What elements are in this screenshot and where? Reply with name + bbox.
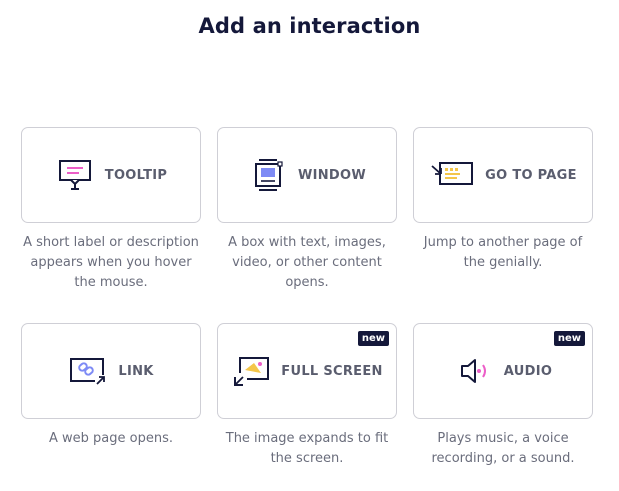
window-icon [248, 158, 288, 192]
link-icon [68, 354, 108, 388]
tooltip-card[interactable]: TOOLTIP [21, 127, 201, 223]
window-label: WINDOW [297, 167, 367, 183]
window-card[interactable]: WINDOW [217, 127, 397, 223]
page-title: Add an interaction [198, 14, 421, 38]
go-to-page-card[interactable]: GO TO PAGE [413, 127, 593, 223]
link-card[interactable]: LINK [21, 323, 201, 419]
link-description: A web page opens. [49, 431, 173, 446]
go-to-page-description: Jump to another page of the genially. [423, 235, 583, 270]
window-description: A box with text, images, video, or other… [228, 235, 386, 290]
new-badge: new [357, 331, 389, 346]
full-screen-description: The image expands to fit the screen. [225, 431, 389, 466]
full-screen-card[interactable]: new FULL SCREEN [217, 323, 397, 419]
link-label: LINK [118, 363, 154, 379]
new-badge: new [553, 331, 585, 346]
tooltip-description: A short label or description appears whe… [23, 235, 199, 290]
interaction-option-window: WINDOW A box with text, images, video, o… [217, 127, 397, 293]
tooltip-label: TOOLTIP [104, 167, 168, 183]
full-screen-label: FULL SCREEN [281, 363, 383, 379]
full-screen-icon [231, 354, 271, 388]
audio-icon [454, 354, 494, 388]
interaction-option-tooltip: TOOLTIP A short label or description app… [21, 127, 201, 293]
interaction-option-full-screen: new FULL SCREEN The image expands to fit… [217, 323, 397, 469]
interaction-option-link: LINK A web page opens. [21, 323, 201, 449]
go-to-page-icon [429, 158, 475, 192]
interaction-option-audio: new AUDIO Plays music, a voice recording… [413, 323, 593, 469]
interaction-option-go-to-page: GO TO PAGE Jump to another page of the g… [413, 127, 593, 273]
audio-label: AUDIO [503, 363, 553, 379]
tooltip-icon [55, 158, 95, 192]
go-to-page-label: GO TO PAGE [485, 167, 577, 183]
audio-description: Plays music, a voice recording, or a sou… [431, 431, 575, 466]
audio-card[interactable]: new AUDIO [413, 323, 593, 419]
